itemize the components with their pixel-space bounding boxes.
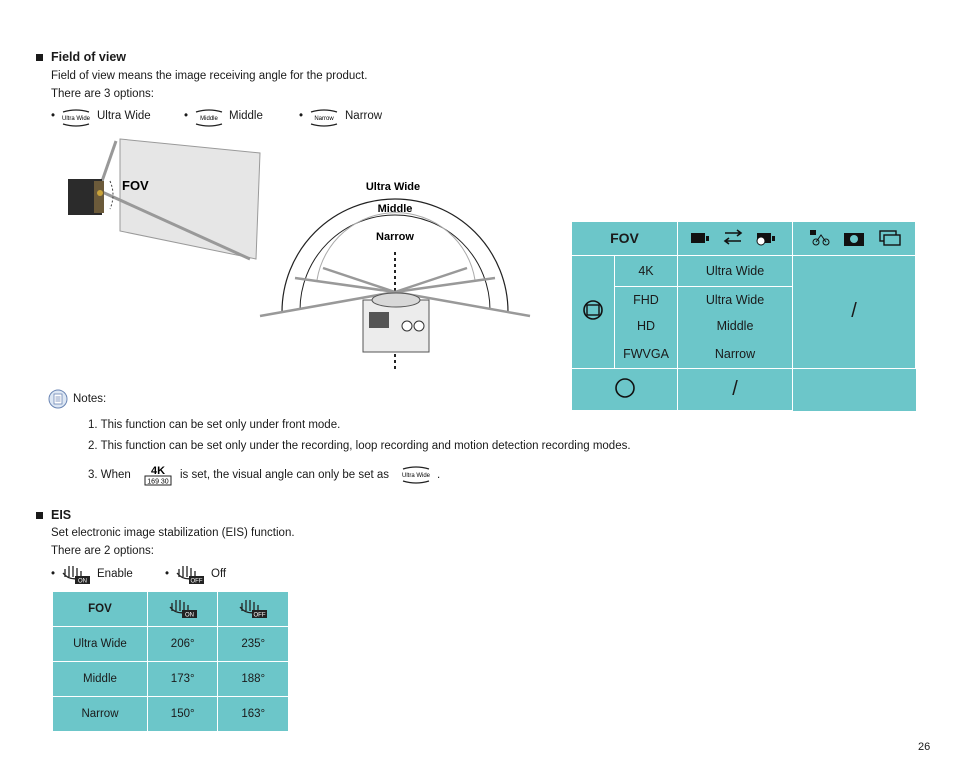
eis-options-intro: There are 2 options: [51, 545, 154, 557]
middle-icon: Middle [195, 109, 223, 127]
eis-on-cell: 150° [146, 696, 219, 732]
eis-fov-cell: Ultra Wide [52, 626, 148, 662]
option-enable: Enable [97, 568, 133, 580]
fov-table-header: FOV [571, 221, 678, 256]
front-lens-icon [583, 300, 603, 321]
middle-icon-text: Middle [200, 116, 218, 122]
eis-off-icon-text: OFF [191, 579, 203, 585]
eis-on-icon: ON [169, 599, 197, 618]
ultra-wide-icon-text: Ultra Wide [402, 473, 431, 479]
eis-off-icon: OFF [176, 566, 204, 585]
eis-off-header: OFF [217, 591, 289, 627]
option-off: Off [211, 568, 227, 580]
table-row: Ultra Wide 206° 235° [52, 626, 289, 662]
fov-heading: Field of view [51, 50, 127, 64]
eis-on-icon-text: ON [78, 579, 87, 585]
bullet-dot: • [184, 110, 189, 122]
circle-lens-icon [614, 378, 635, 398]
page-number: 26 [918, 741, 931, 753]
table-row: Middle 173° 188° [52, 661, 289, 697]
ultra-wide-icon: Ultra Wide [62, 109, 91, 127]
res-cell: 4K [614, 254, 678, 288]
fov-cell: Narrow [677, 339, 793, 369]
eis-off-cell: 163° [217, 696, 289, 732]
note-1: 1. This function can be set only under f… [88, 419, 341, 431]
eis-heading: EIS [51, 508, 72, 522]
fov-options-intro: There are 3 options: [51, 88, 154, 100]
fov-mode-table: FOV 4K Ultra Wide / FHD Ultra Wide HD [571, 221, 916, 412]
eis-fov-cell: Middle [52, 661, 148, 697]
res-cell: HD [614, 313, 678, 340]
fov-description: Field of view means the image receiving … [51, 70, 368, 82]
bullet-dot: • [51, 568, 56, 580]
eis-off-cell: 188° [217, 661, 289, 697]
option-middle: Middle [229, 110, 263, 122]
res-cell: FHD [614, 286, 678, 314]
fov-cell: Middle [677, 313, 793, 340]
bullet-dot: • [51, 110, 56, 122]
fov-arc-diagram: Ultra Wide Middle Narrow [259, 181, 531, 372]
bullet-square [36, 54, 43, 61]
4k-icon-top: 4K [151, 465, 165, 477]
eis-on-cell: 206° [146, 626, 219, 662]
eis-description: Set electronic image stabilization (EIS)… [51, 527, 295, 539]
eis-options-list: • ON Enable • OFF Off [51, 565, 291, 585]
eis-fov-cell: Narrow [52, 696, 148, 732]
video-modes-header [677, 221, 793, 256]
notes-icon [48, 389, 68, 409]
eis-on-header-text: ON [185, 612, 194, 618]
video-loop-timelapse-icon [691, 229, 775, 246]
eis-off-header-text: OFF [254, 612, 266, 618]
note-3-prefix: 3. When [88, 469, 131, 481]
narrow-icon-text: Narrow [314, 116, 334, 122]
eis-on-header: ON [146, 591, 219, 627]
note-3-middle: is set, the visual angle can only be set… [180, 469, 390, 481]
ultra-wide-icon-text: Ultra Wide [62, 116, 91, 122]
fov-cell: Ultra Wide [677, 286, 793, 314]
bullet-dot: • [165, 568, 170, 580]
4k-resolution-icon: 4K 169 30 [144, 465, 172, 486]
fov-diagram-label: FOV [122, 178, 149, 193]
eis-off-icon: OFF [239, 599, 268, 618]
arc-label-ultra-wide: Ultra Wide [366, 181, 420, 193]
arc-label-narrow: Narrow [376, 231, 414, 243]
fov-plane-diagram: FOV [68, 138, 261, 261]
eis-on-cell: 173° [146, 661, 219, 697]
other-mode-cell [571, 367, 678, 412]
4k-icon-bottom: 169 30 [147, 479, 169, 486]
photo-modes-header [792, 221, 916, 256]
fov-cell: Ultra Wide [677, 254, 793, 288]
eis-table-header: FOV [52, 591, 148, 627]
option-ultra-wide: Ultra Wide [97, 110, 151, 122]
bullet-dot: • [299, 110, 304, 122]
notes-label: Notes: [73, 393, 107, 405]
table-row: Narrow 150° 163° [52, 696, 289, 732]
ultra-wide-icon: Ultra Wide [402, 466, 431, 484]
eis-on-icon: ON [62, 566, 90, 585]
note-2: 2. This function can be set only under t… [88, 440, 631, 452]
fov-options-list: • Ultra Wide Ultra Wide • Middle Middle … [51, 109, 471, 128]
photo-slash-cell: / [792, 254, 916, 369]
note-3-suffix: . [437, 469, 441, 481]
eis-off-cell: 235° [217, 626, 289, 662]
narrow-icon: Narrow [310, 109, 338, 127]
video-slash-cell: / [677, 367, 793, 412]
bullet-square [36, 512, 43, 519]
option-narrow: Narrow [345, 110, 383, 122]
front-mode-cell [571, 254, 615, 369]
arc-label-middle: Middle [378, 203, 413, 215]
sport-camera-burst-icon [810, 229, 901, 246]
eis-fov-table: FOV ON OFF Ultra Wide 206° 235° Middle 1… [52, 591, 289, 732]
res-cell: FWVGA [614, 339, 678, 369]
